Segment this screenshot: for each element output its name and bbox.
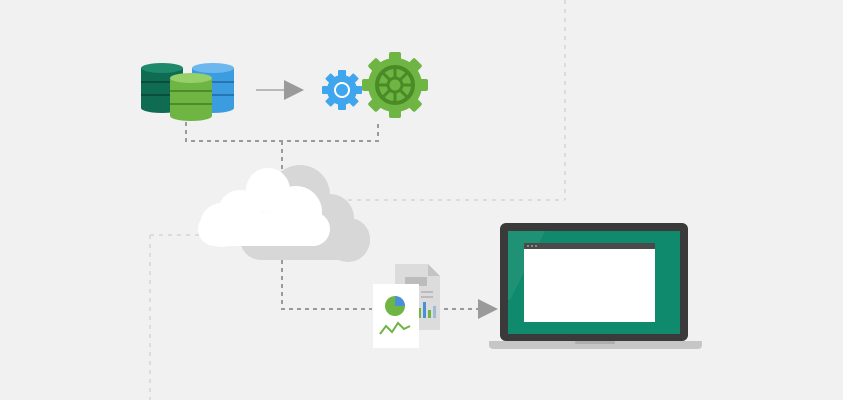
connector-sources-bracket bbox=[185, 122, 379, 142]
laptop-hinge bbox=[575, 341, 615, 344]
cloud-front bbox=[198, 168, 330, 247]
database-stack-icon bbox=[141, 63, 234, 121]
gear-small-blue bbox=[322, 70, 362, 110]
line-chart-icon bbox=[379, 321, 411, 335]
cloud-icon bbox=[198, 165, 370, 262]
database-light-green bbox=[170, 73, 212, 121]
laptop-base bbox=[489, 341, 702, 349]
report-documents-icon bbox=[373, 264, 440, 348]
laptop-icon bbox=[489, 223, 702, 349]
gears-icon bbox=[322, 52, 428, 118]
pie-chart-icon bbox=[385, 296, 405, 316]
connectors bbox=[185, 80, 498, 319]
app-window bbox=[524, 243, 655, 322]
gear-large-green bbox=[362, 52, 428, 118]
document-front bbox=[373, 284, 419, 348]
connector-cloud-to-reports bbox=[281, 260, 372, 310]
